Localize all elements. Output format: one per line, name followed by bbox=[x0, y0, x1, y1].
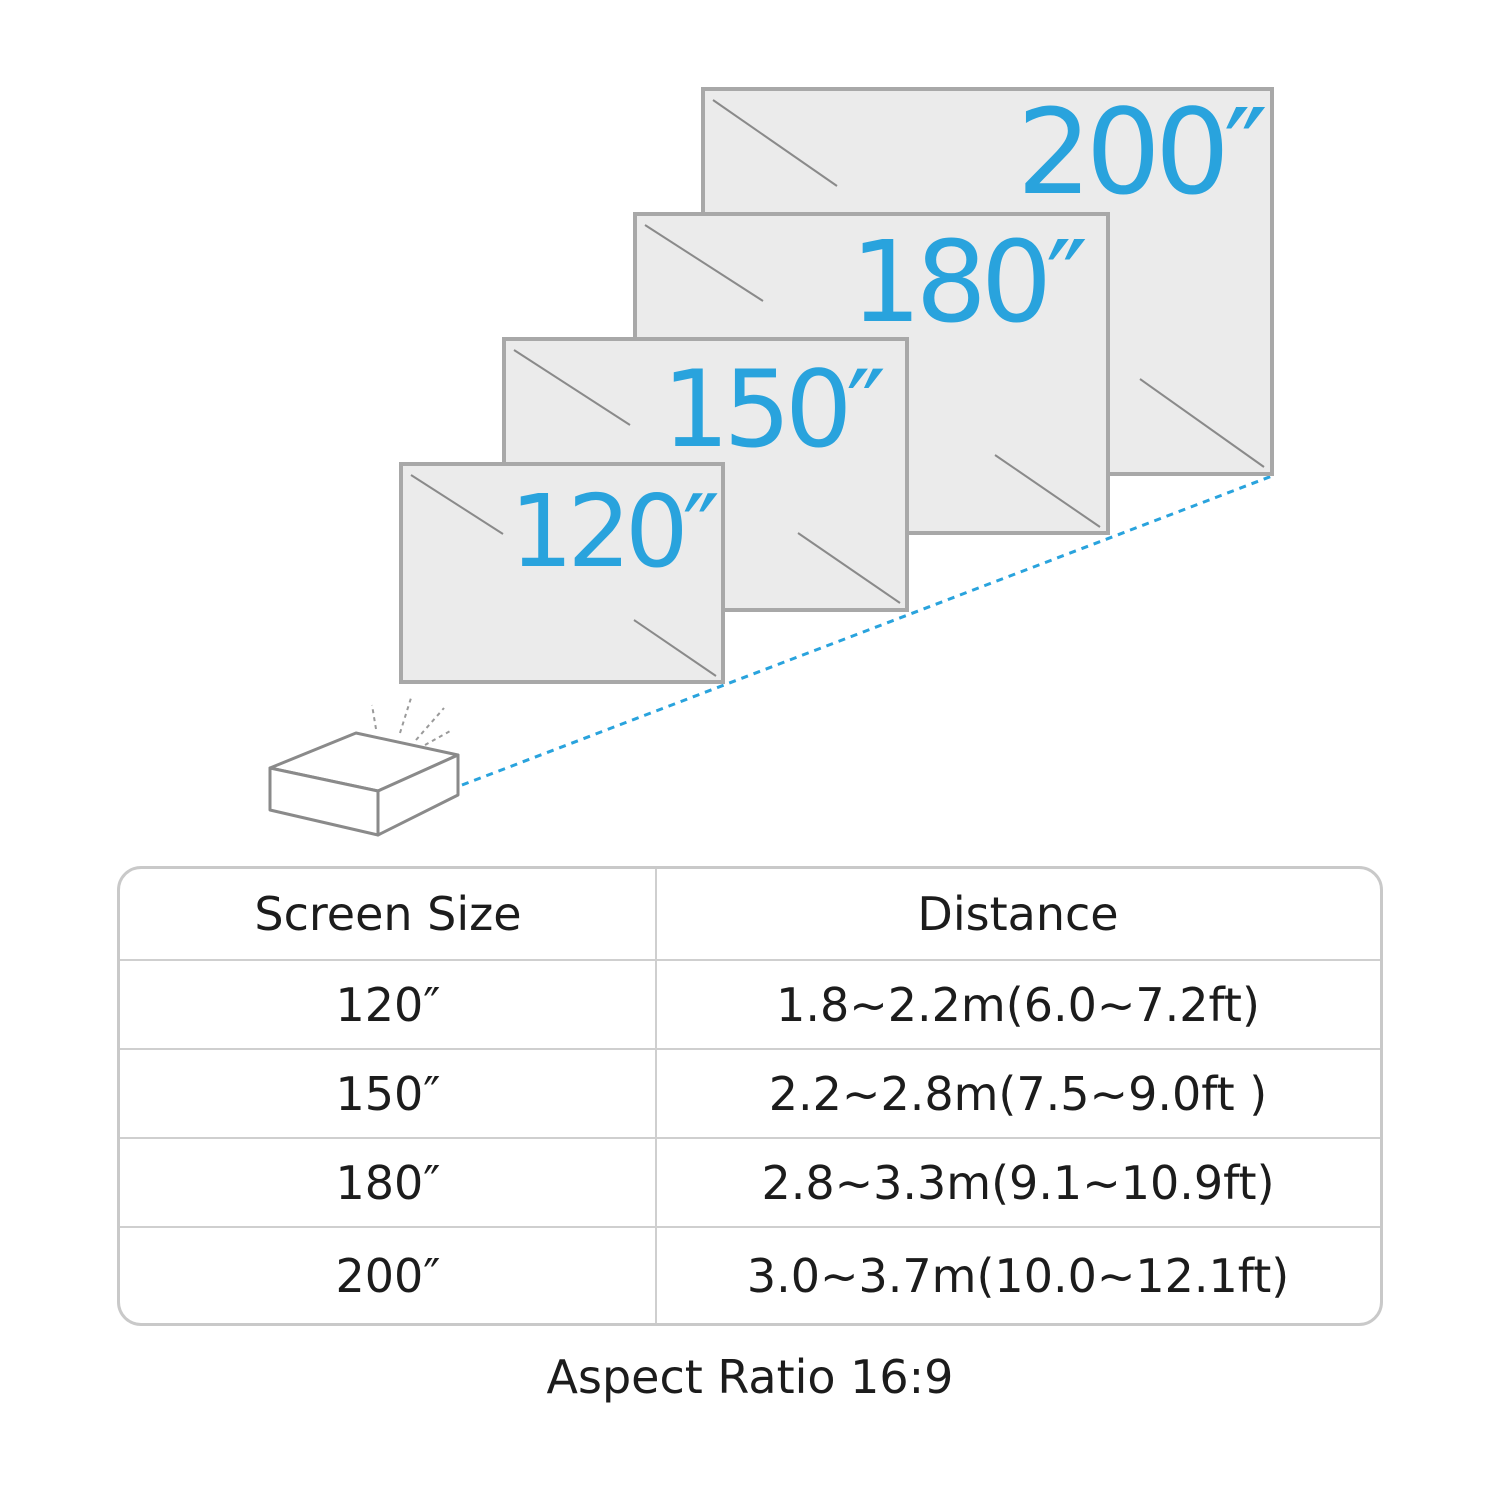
cell-distance: 1.8~2.2m(6.0~7.2ft) bbox=[776, 977, 1260, 1032]
cell-screen-size: 200″ bbox=[335, 1248, 441, 1303]
screen-label-200: 200″ bbox=[1017, 83, 1266, 221]
cell-distance: 3.0~3.7m(10.0~12.1ft) bbox=[746, 1248, 1290, 1303]
table-row: 200″ 3.0~3.7m(10.0~12.1ft) bbox=[120, 1226, 1380, 1323]
screen-120: 120″ bbox=[399, 462, 725, 684]
table-row: 180″ 2.8~3.3m(9.1~10.9ft) bbox=[120, 1137, 1380, 1226]
projection-illustration: 200″ 180″ 150″ 120″ bbox=[268, 83, 1274, 837]
screen-label-120: 120″ bbox=[510, 473, 718, 590]
projector-icon bbox=[268, 731, 460, 837]
screen-label-150: 150″ bbox=[662, 348, 884, 471]
header-screen-size: Screen Size bbox=[254, 887, 522, 941]
projection-distance-line bbox=[461, 474, 1273, 787]
cell-distance: 2.2~2.8m(7.5~9.0ft ) bbox=[768, 1066, 1268, 1121]
cell-screen-size: 150″ bbox=[335, 1066, 441, 1121]
table-header-row: Screen Size Distance bbox=[120, 869, 1380, 959]
projection-distance-table: Screen Size Distance 120″ 1.8~2.2m(6.0~7… bbox=[117, 866, 1383, 1326]
cell-distance: 2.8~3.3m(9.1~10.9ft) bbox=[761, 1155, 1275, 1210]
table-row: 120″ 1.8~2.2m(6.0~7.2ft) bbox=[120, 959, 1380, 1048]
cell-screen-size: 180″ bbox=[335, 1155, 441, 1210]
cell-screen-size: 120″ bbox=[335, 977, 441, 1032]
light-rays-icon bbox=[371, 697, 453, 746]
header-distance: Distance bbox=[917, 887, 1119, 941]
column-divider bbox=[655, 869, 657, 1323]
table-row: 150″ 2.2~2.8m(7.5~9.0ft ) bbox=[120, 1048, 1380, 1137]
screen-label-180: 180″ bbox=[850, 218, 1086, 348]
aspect-ratio-caption: Aspect Ratio 16:9 bbox=[546, 1350, 954, 1404]
